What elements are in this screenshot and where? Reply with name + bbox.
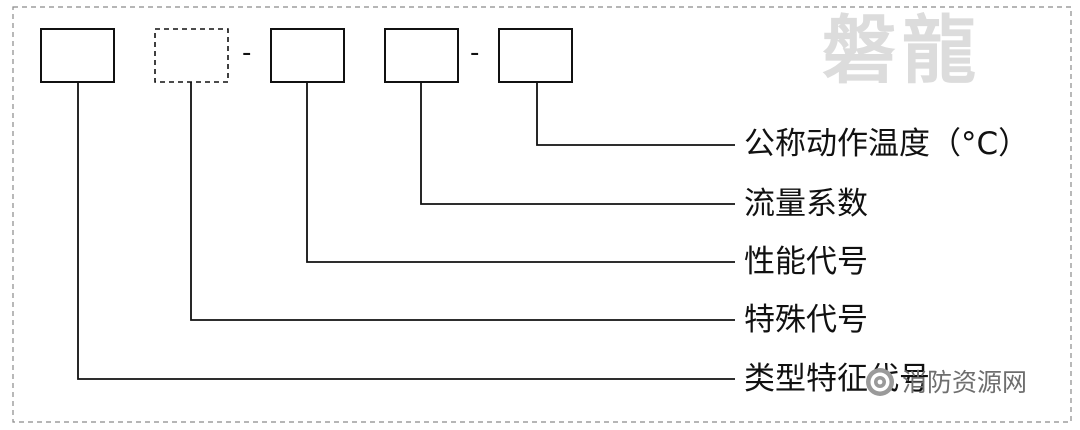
code-box-type-feature [40,28,115,83]
code-box-temperature [498,28,573,83]
code-box-performance [270,28,345,83]
code-box-special-optional [154,28,229,83]
brand-watermark: 磐龍 [822,8,982,94]
source-badge-text: 消防资源网 [902,367,1028,397]
label-temperature: 公称动作温度（°C） [744,126,1030,162]
label-performance-code: 性能代号 [744,244,868,280]
source-badge: 消防资源网 [864,362,1027,402]
leader-line-temperature [536,82,735,146]
code-box-flow [384,28,459,83]
outer-dashed-frame [12,6,1072,423]
leader-line-special [190,82,735,321]
label-type-feature-code: 类型特征代号 [744,361,930,397]
separator-dash-1: - [242,38,252,68]
label-flow-coefficient: 流量系数 [744,186,868,222]
label-special-code: 特殊代号 [744,302,868,338]
leader-line-performance [306,82,735,263]
wechat-official-account-icon [866,368,894,396]
leader-line-type-feature [77,82,735,380]
separator-dash-2: - [470,38,480,68]
leader-line-flow [420,82,735,205]
